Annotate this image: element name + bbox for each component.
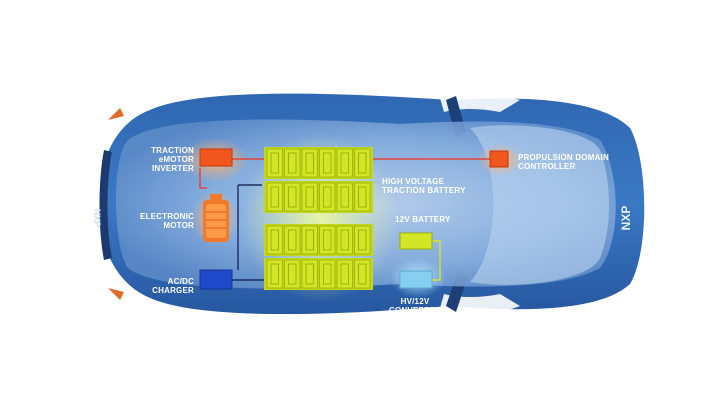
rear-accent-bottom — [108, 288, 124, 300]
battery-cell-terminal — [270, 152, 279, 174]
wire-inverter-motor — [199, 168, 207, 189]
wheel-top-front — [440, 94, 520, 112]
svg-text:NXP: NXP — [619, 206, 633, 231]
battery-cell-terminal — [288, 186, 297, 208]
battery-cell-terminal — [288, 229, 297, 251]
battery-cell-terminal — [323, 263, 332, 285]
rear-bumper — [99, 150, 112, 260]
label-propulsion-controller: PROPULSION DOMAIN CONTROLLER — [518, 153, 609, 171]
svg-text:NXP: NXP — [92, 209, 102, 228]
battery-cell-terminal — [305, 186, 314, 208]
traction-inverter-box — [199, 148, 233, 167]
battery-cell-terminal — [323, 186, 332, 208]
label-12v-battery: 12V BATTERY — [395, 215, 451, 224]
battery-cell-terminal — [270, 186, 279, 208]
label-traction-inverter: TRACTION eMOTOR INVERTER — [151, 146, 194, 173]
battery-cell-terminal — [305, 263, 314, 285]
battery-cell-terminal — [323, 229, 332, 251]
rear-logo: NXP — [92, 209, 102, 228]
battery-cell-terminal — [288, 152, 297, 174]
label-hv-12v-converter: HV/12V CONVERTER — [388, 297, 442, 315]
battery-cell-terminal — [340, 186, 349, 208]
battery-cell-terminal — [305, 229, 314, 251]
battery-cell-terminal — [358, 229, 367, 251]
front-logo: NXP — [619, 206, 633, 231]
rear-accent-top — [108, 108, 124, 120]
battery-cell-terminal — [323, 152, 332, 174]
ac-dc-charger-box — [199, 269, 233, 290]
propulsion-controller-box — [489, 150, 509, 168]
battery-cell-terminal — [358, 186, 367, 208]
label-ac-dc-charger: AC/DC CHARGER — [152, 277, 194, 295]
label-hv-battery: HIGH VOLTAGE TRACTION BATTERY — [382, 177, 466, 195]
battery-cell-terminal — [340, 152, 349, 174]
battery-12v-box — [399, 232, 433, 250]
battery-cell-terminal — [270, 263, 279, 285]
battery-cell-terminal — [305, 152, 314, 174]
battery-cell-terminal — [358, 263, 367, 285]
electronic-motor — [203, 194, 229, 242]
label-electronic-motor: ELECTRONIC MOTOR — [140, 212, 194, 230]
battery-cell-terminal — [288, 263, 297, 285]
battery-cell-terminal — [340, 263, 349, 285]
battery-cell-terminal — [270, 229, 279, 251]
battery-cell-terminal — [358, 152, 367, 174]
hv-battery-pack — [264, 147, 373, 290]
hv-12v-converter-box — [399, 270, 433, 289]
wire-12v-converter — [432, 240, 441, 281]
battery-cell-terminal — [340, 229, 349, 251]
